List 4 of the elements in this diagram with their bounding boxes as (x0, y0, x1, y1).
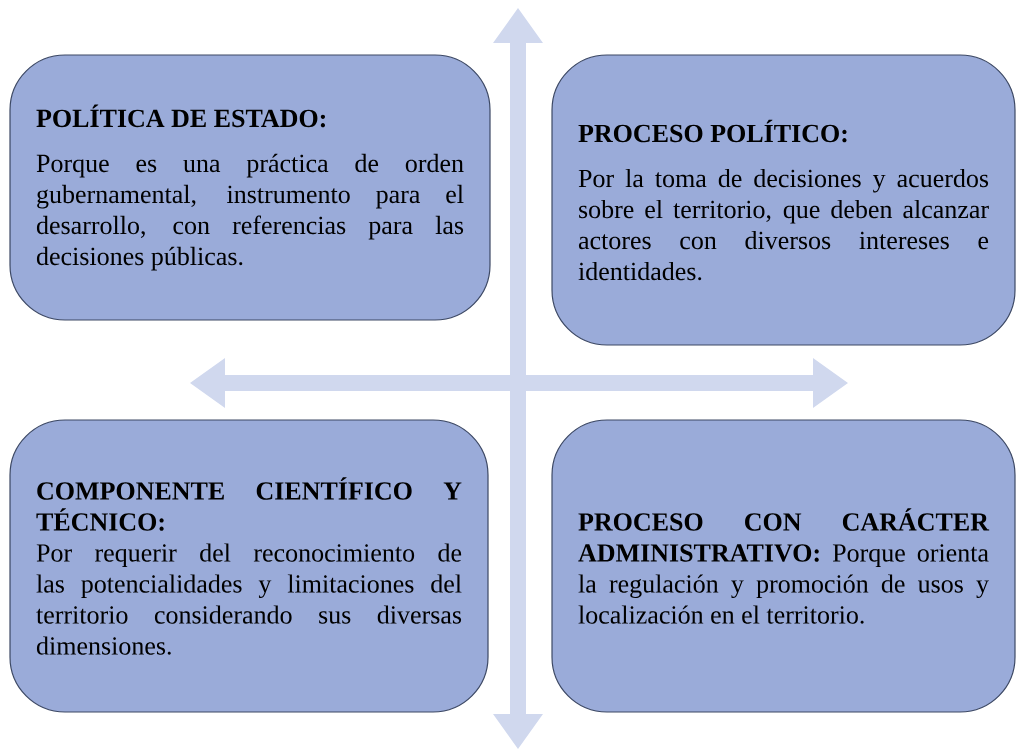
text-box: PROCESO POLÍTICO: Por la toma de decisiones y acuerdos sobre el territorio, que deben alcanzar actores con diversos intereses e identidades. (551, 54, 1016, 346)
text-box: COMPONENTE CIENTÍFICO Y TÉCNICO: Por requerir del reconocimiento de las potencialidades y limitaciones del territorio considerando sus diversas dimensiones. (9, 419, 489, 713)
text-box: PROCESO CON CARÁCTER ADMINISTRATIVO: Porque orienta la regulación y promoción de usos y localización en el territorio. (551, 419, 1016, 713)
text-box: POLÍTICA DE ESTADO: Porque es una práctica de orden gubernamental, instrumento para el desarrollo, con referencias para las decisiones públicas. (9, 54, 491, 321)
